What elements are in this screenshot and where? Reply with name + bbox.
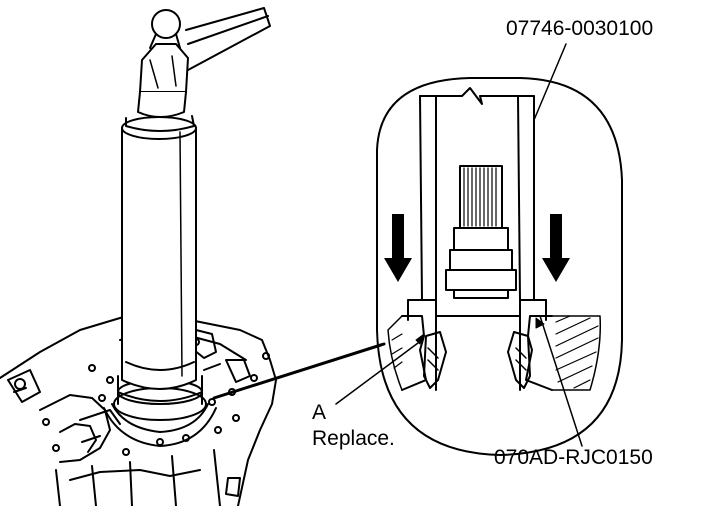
detail-leader-line [212, 342, 386, 400]
down-arrow-icon [384, 214, 570, 282]
tool-number-top: 07746-0030100 [506, 17, 654, 40]
seal-driver-tool [117, 116, 203, 402]
callout-note: Replace. [312, 427, 395, 450]
callout-letter-a: A [312, 401, 327, 424]
leader-top [533, 43, 567, 121]
leader-bottom [539, 315, 583, 447]
hammer-icon [125, 7, 271, 132]
tool-number-bottom: 070AD-RJC0150 [494, 446, 653, 469]
detail-view [376, 77, 623, 456]
leader-a [335, 339, 423, 405]
